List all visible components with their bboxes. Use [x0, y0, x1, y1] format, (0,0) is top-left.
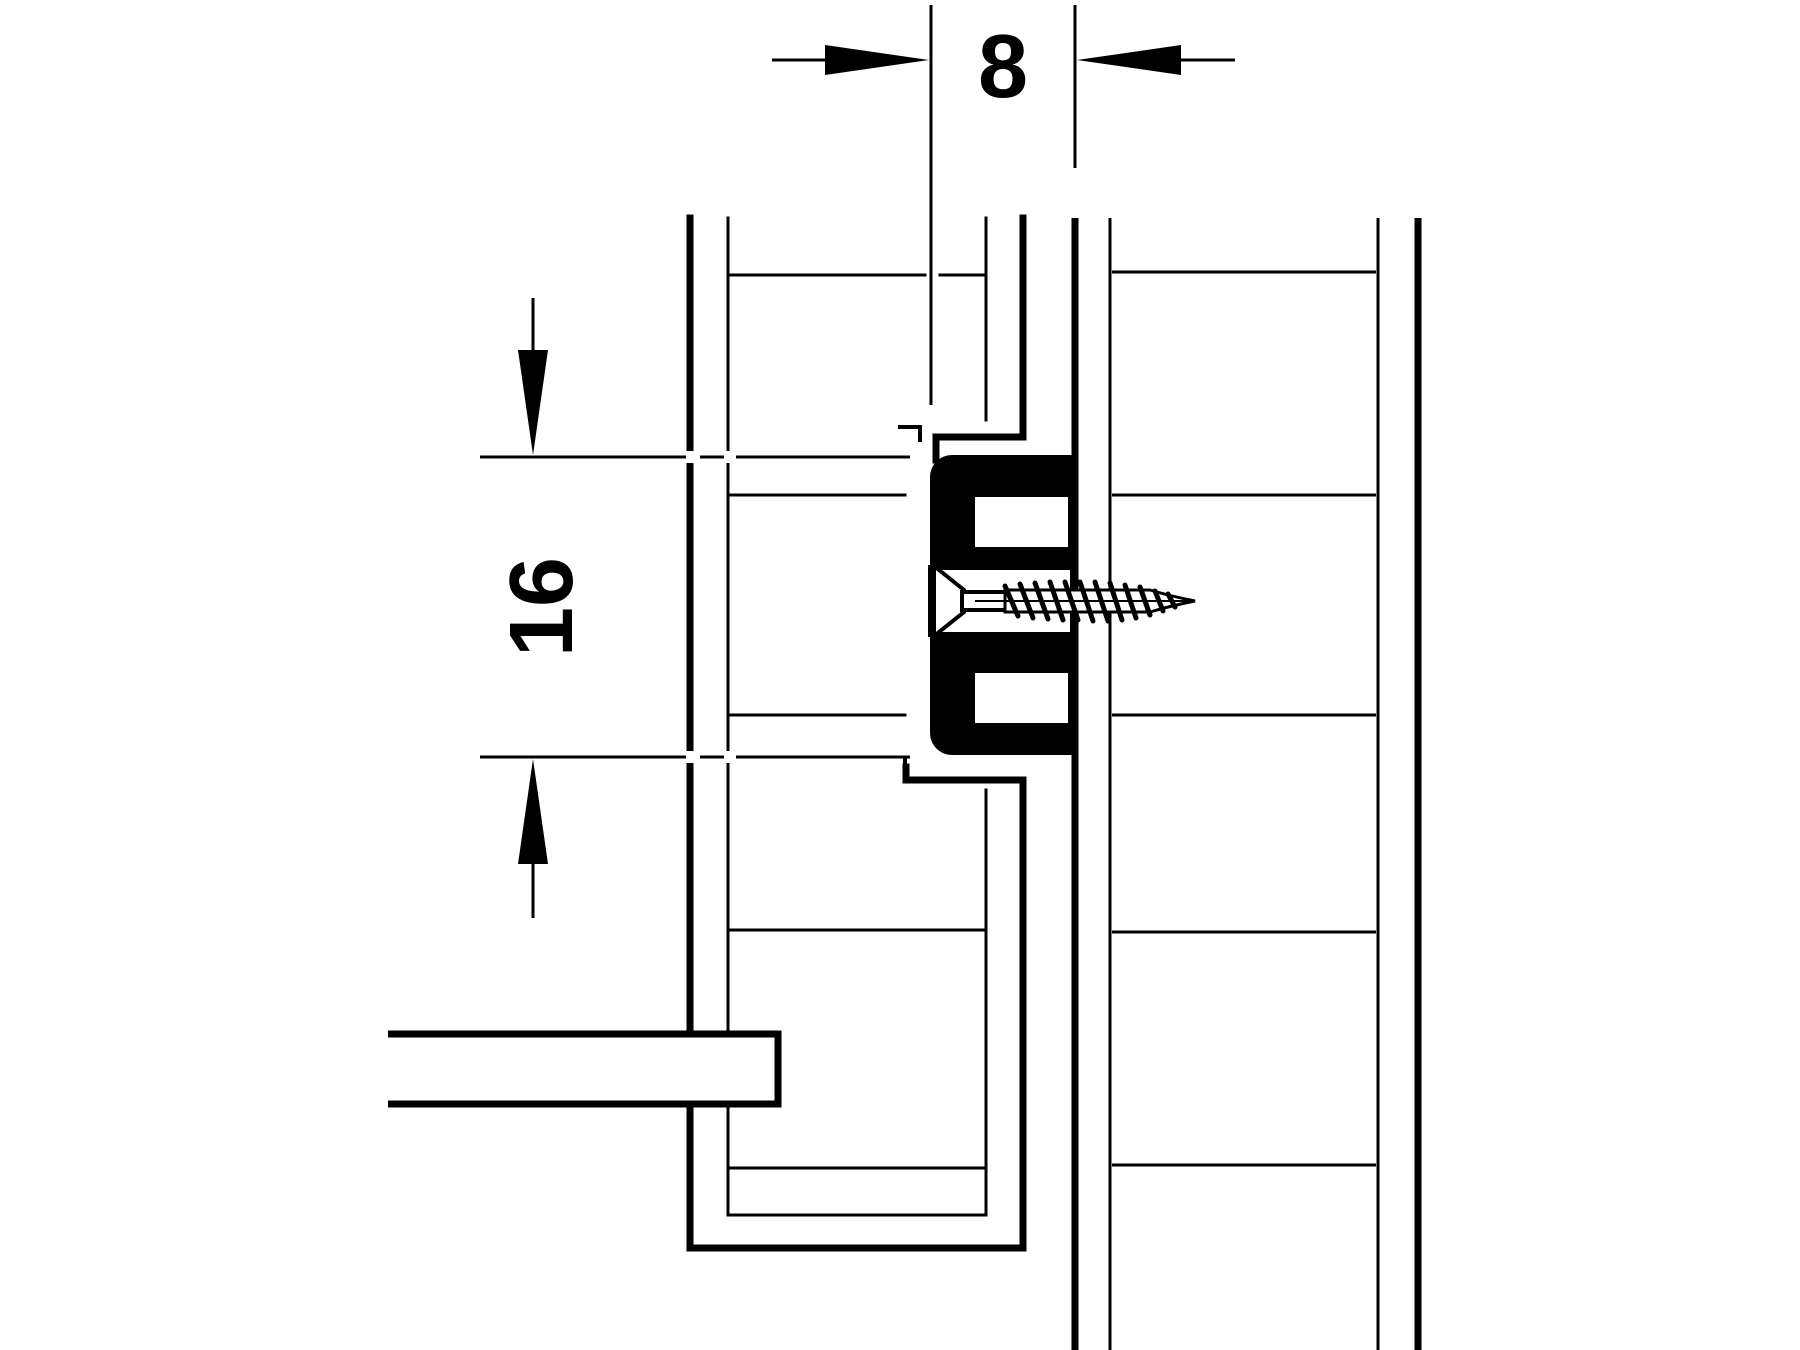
extension-line-gaps: [686, 450, 736, 764]
dimension-arrow-icon: [1077, 45, 1181, 75]
dimension-arrow-icon: [825, 45, 929, 75]
rail-profile-upper-slot: [975, 497, 1068, 547]
bottom-bar-mask: [680, 1038, 774, 1100]
rail-profile-lower-slot: [975, 673, 1068, 723]
drawer-step-top: [898, 425, 922, 442]
dimension-height-label: 16: [492, 557, 592, 657]
dimension-arrow-icon: [518, 759, 548, 864]
dimension-arrow-icon: [518, 350, 548, 455]
panel-lines-restored: [686, 444, 730, 770]
dimension-width: [772, 5, 1235, 405]
dimension-width-label: 8: [978, 17, 1028, 117]
drawer-side-upper-step: [932, 214, 1027, 464]
drawer-side-inner-contour: [726, 216, 988, 1217]
cabinet-wall: [1071, 218, 1422, 1350]
screw-icon: [932, 561, 1196, 641]
